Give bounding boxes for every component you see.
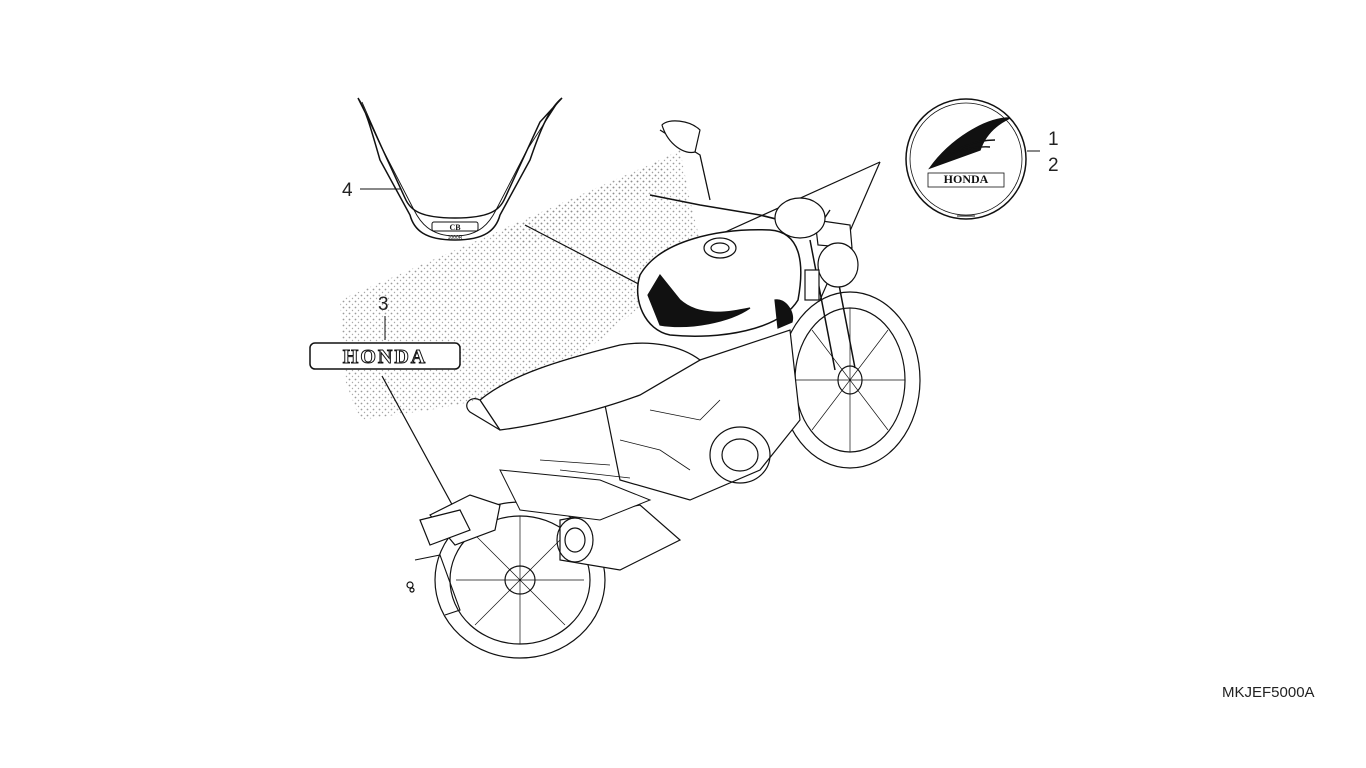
drawing-code: MKJEF5000A bbox=[1222, 684, 1315, 701]
seat-cowl-badge-sub: 1000R bbox=[448, 235, 463, 241]
seat-cowl-badge[interactable]: CB 1000R bbox=[357, 97, 563, 241]
side-emblem-text: HONDA bbox=[343, 346, 427, 368]
seat-cowl-leader bbox=[524, 224, 651, 291]
callout-4: 4 bbox=[342, 180, 353, 201]
tank-emblem-text: HONDA bbox=[944, 172, 989, 186]
tank-emblem[interactable]: HONDA bbox=[905, 98, 1027, 220]
side-emblem[interactable]: HONDA bbox=[309, 342, 461, 370]
honda-wing-icon bbox=[928, 117, 1011, 170]
callout-2: 2 bbox=[1048, 155, 1059, 176]
callout-3: 3 bbox=[378, 294, 389, 315]
seat-cowl-badge-model: CB bbox=[449, 223, 461, 232]
motorcycle-illustration bbox=[406, 120, 921, 659]
side-emblem-leader bbox=[381, 375, 456, 511]
callout-1: 1 bbox=[1048, 129, 1059, 150]
